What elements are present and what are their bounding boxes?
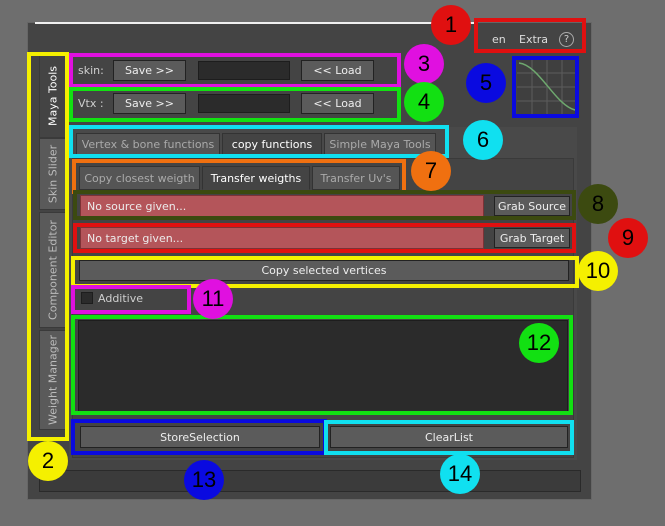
- target-field[interactable]: No target given...: [80, 227, 484, 249]
- grab-source-button[interactable]: Grab Source: [494, 196, 570, 216]
- vtx-label: Vtx :: [78, 97, 104, 110]
- annotation-badge-3: 3: [404, 44, 444, 84]
- status-bar: [39, 470, 581, 492]
- skin-label: skin:: [78, 64, 104, 77]
- annotation-box-10: [71, 256, 579, 288]
- curve-graph-svg: [517, 59, 577, 114]
- additive-checkbox[interactable]: [81, 292, 93, 304]
- help-icon[interactable]: ?: [559, 32, 574, 47]
- additive-label: Additive: [98, 292, 143, 305]
- annotation-badge-1: 1: [431, 5, 471, 45]
- copy-selected-vertices-button[interactable]: Copy selected vertices: [79, 260, 569, 281]
- annotation-box-4: [69, 87, 401, 122]
- annotation-badge-2: 2: [28, 441, 68, 481]
- clear-list-button[interactable]: ClearList: [330, 426, 568, 448]
- vtx-field[interactable]: [198, 94, 290, 113]
- extra-menu[interactable]: Extra: [519, 33, 549, 46]
- annotation-badge-11: 11: [193, 279, 233, 319]
- annotation-badge-6: 6: [463, 120, 503, 160]
- annotation-badge-7: 7: [411, 151, 451, 191]
- annotation-box-2: [27, 52, 69, 441]
- subtab-transfer-uvs[interactable]: Transfer Uv's: [312, 166, 400, 190]
- grab-target-button[interactable]: Grab Target: [494, 228, 570, 248]
- skin-load-button[interactable]: << Load: [301, 60, 374, 81]
- annotation-badge-12: 12: [519, 323, 559, 363]
- annotation-box-8: [73, 190, 576, 220]
- annotation-box-11: [71, 285, 191, 314]
- annotation-badge-14: 14: [440, 454, 480, 494]
- annotation-badge-8: 8: [578, 184, 618, 224]
- annotation-badge-5: 5: [466, 63, 506, 103]
- vertex-list[interactable]: [78, 320, 568, 412]
- annotation-badge-13: 13: [184, 460, 224, 500]
- annotation-box-3: [69, 53, 401, 88]
- tab-copy-functions[interactable]: copy functions: [222, 133, 322, 156]
- annotation-badge-9: 9: [608, 218, 648, 258]
- vtx-save-button[interactable]: Save >>: [113, 93, 186, 114]
- store-selection-button[interactable]: StoreSelection: [80, 426, 320, 448]
- annotation-box-7: [72, 159, 406, 194]
- annotation-box-6: [69, 125, 449, 158]
- subtab-transfer-weights[interactable]: Transfer weigths: [202, 166, 310, 190]
- annotation-box-14: [324, 420, 574, 455]
- annotation-badge-10: 10: [578, 251, 618, 291]
- window-top-line: [35, 22, 475, 24]
- skin-save-button[interactable]: Save >>: [113, 60, 186, 81]
- annotation-box-5: [512, 56, 579, 118]
- vtx-load-button[interactable]: << Load: [301, 93, 374, 114]
- subtab-copy-closest-weight[interactable]: Copy closest weigth: [79, 166, 200, 190]
- skin-field[interactable]: [198, 61, 290, 80]
- falloff-curve-graph[interactable]: [517, 59, 577, 114]
- side-tab-weight-manager[interactable]: Weight Manager: [39, 330, 67, 430]
- annotation-badge-4: 4: [404, 82, 444, 122]
- tab-simple-maya-tools[interactable]: Simple Maya Tools: [324, 133, 436, 156]
- annotation-box-12: [71, 315, 573, 415]
- annotation-box-9: [73, 223, 576, 253]
- lang-menu[interactable]: en: [492, 33, 506, 46]
- annotation-box-13: [71, 419, 327, 455]
- annotation-box-1: [474, 18, 586, 53]
- side-tab-skin-slider[interactable]: Skin Slider: [39, 138, 67, 210]
